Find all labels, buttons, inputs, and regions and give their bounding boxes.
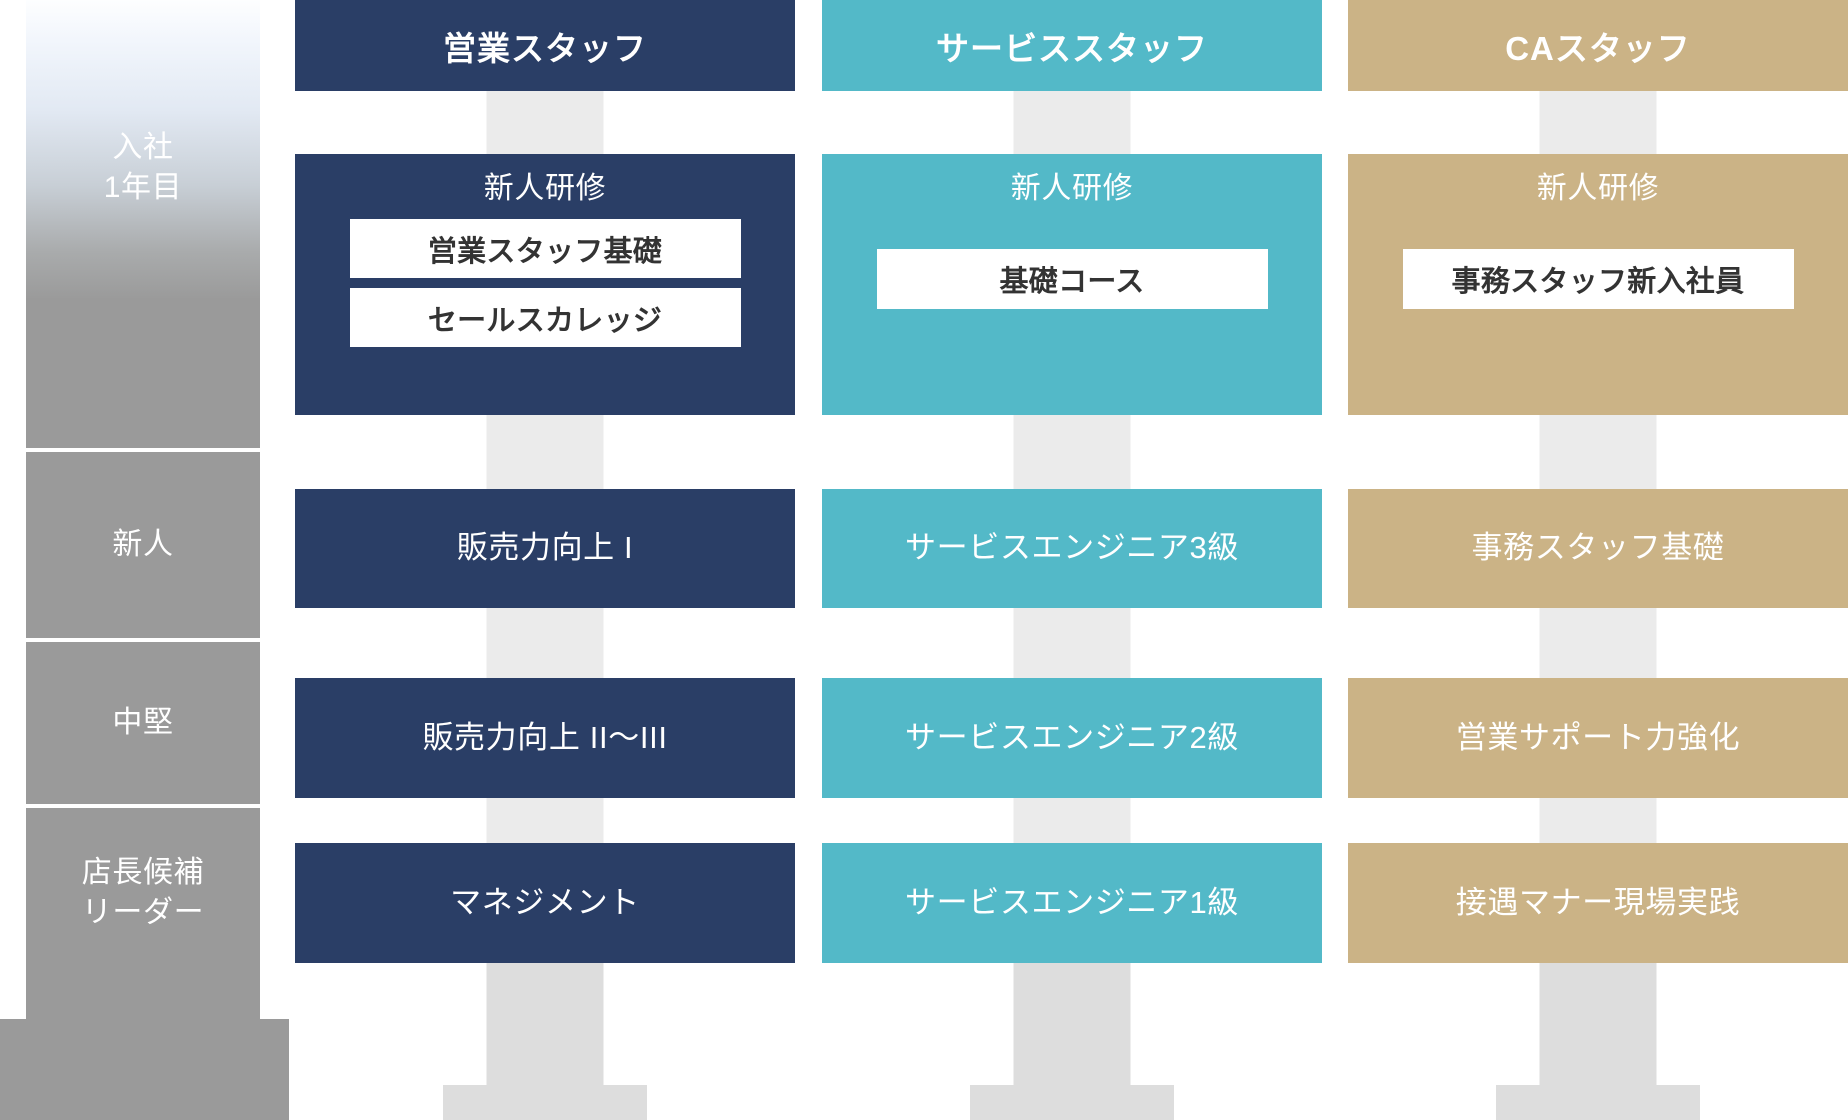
career-stage-sidebar: 入社 1年目 新人 中堅 店長候補 リーダー [26, 0, 260, 1019]
course-box-newcomer[interactable]: 販売力向上 I [295, 489, 795, 608]
course-box-leader[interactable]: サービスエンジニア1級 [822, 843, 1322, 963]
course-box-newcomer[interactable]: 事務スタッフ基礎 [1348, 489, 1848, 608]
course-box-newcomer[interactable]: サービスエンジニア3級 [822, 489, 1322, 608]
stage-label-line-1: 店長候補 [81, 855, 205, 889]
connector-leader-to-next [1013, 963, 1131, 1085]
track-service-staff: サービススタッフ 新人研修 基礎コース サービスエンジニア3級 サービスエンジニ… [822, 0, 1322, 1120]
connector-header-to-training [486, 91, 604, 154]
course-box-midlevel[interactable]: サービスエンジニア2級 [822, 678, 1322, 798]
course-chip[interactable]: 事務スタッフ新入社員 [1402, 249, 1794, 309]
connector-newcomer-to-midlevel [1539, 608, 1657, 678]
stage-label-line-2: リーダー [81, 895, 205, 929]
stage-label-line-1: 入社 [112, 131, 174, 165]
track-header-sales-staff[interactable]: 営業スタッフ [295, 0, 795, 91]
stage-cell-year-1: 入社 1年目 [26, 0, 260, 448]
stage-cell-midlevel: 中堅 [26, 642, 260, 804]
connector-header-to-training [1539, 91, 1657, 154]
course-chip-list: 営業スタッフ基礎 セールスカレッジ [295, 219, 795, 347]
course-box-label: 事務スタッフ基礎 [1471, 530, 1725, 566]
stage-label-midlevel: 中堅 [112, 706, 174, 740]
connector-header-to-training [1013, 91, 1131, 154]
connector-newcomer-to-midlevel [1013, 608, 1131, 678]
course-box-leader[interactable]: マネジメント [295, 843, 795, 963]
course-box-title: 新人研修 [483, 172, 607, 205]
course-box-new-employee-training[interactable]: 新人研修 事務スタッフ新入社員 [1348, 154, 1848, 415]
connector-footer-block [970, 1085, 1174, 1120]
stage-label-year-1: 入社 1年目 [104, 128, 183, 208]
course-box-label: 販売力向上 I [456, 530, 634, 566]
track-header-service-staff[interactable]: サービススタッフ [822, 0, 1322, 91]
connector-training-to-newcomer [1013, 415, 1131, 489]
stage-cell-newcomer: 新人 [26, 452, 260, 638]
connector-midlevel-to-leader [1539, 798, 1657, 843]
sidebar-footer-block [0, 1019, 289, 1120]
course-box-title: 新人研修 [1536, 172, 1660, 205]
connector-midlevel-to-leader [486, 798, 604, 843]
course-box-label: 販売力向上 II〜III [422, 719, 668, 755]
stage-label-newcomer: 新人 [112, 528, 174, 562]
connector-training-to-newcomer [486, 415, 604, 489]
connector-midlevel-to-leader [1013, 798, 1131, 843]
course-box-label: 接遇マナー現場実践 [1455, 884, 1741, 920]
track-ca-staff: CAスタッフ 新人研修 事務スタッフ新入社員 事務スタッフ基礎 営業サポート力強… [1348, 0, 1848, 1120]
stage-cell-manager-candidate: 店長候補 リーダー [26, 808, 260, 1019]
course-chip-list: 事務スタッフ新入社員 [1348, 249, 1848, 309]
course-box-midlevel[interactable]: 営業サポート力強化 [1348, 678, 1848, 798]
course-box-label: 営業サポート力強化 [1455, 719, 1741, 755]
course-box-new-employee-training[interactable]: 新人研修 営業スタッフ基礎 セールスカレッジ [295, 154, 795, 415]
connector-leader-to-next [486, 963, 604, 1085]
course-box-new-employee-training[interactable]: 新人研修 基礎コース [822, 154, 1322, 415]
course-chip[interactable]: 営業スタッフ基礎 [349, 219, 741, 278]
connector-newcomer-to-midlevel [486, 608, 604, 678]
stage-label-line-2: 1年目 [103, 171, 183, 204]
track-header-ca-staff[interactable]: CAスタッフ [1348, 0, 1848, 91]
track-sales-staff: 営業スタッフ 新人研修 営業スタッフ基礎 セールスカレッジ 販売力向上 I 販売… [295, 0, 795, 1120]
connector-footer-block [1496, 1085, 1700, 1120]
course-box-label: サービスエンジニア3級 [904, 530, 1240, 566]
course-box-label: マネジメント [450, 884, 640, 920]
course-chip-list: 基礎コース [822, 249, 1322, 309]
course-box-title: 新人研修 [1010, 172, 1134, 205]
connector-leader-to-next [1539, 963, 1657, 1085]
course-box-label: サービスエンジニア1級 [904, 884, 1240, 920]
connector-footer-block [443, 1085, 647, 1120]
course-box-leader[interactable]: 接遇マナー現場実践 [1348, 843, 1848, 963]
course-box-midlevel[interactable]: 販売力向上 II〜III [295, 678, 795, 798]
stage-label-manager-candidate: 店長候補 リーダー [82, 853, 204, 933]
connector-training-to-newcomer [1539, 415, 1657, 489]
course-box-label: サービスエンジニア2級 [904, 719, 1240, 755]
course-chip[interactable]: 基礎コース [876, 249, 1268, 309]
course-chip[interactable]: セールスカレッジ [349, 288, 741, 347]
